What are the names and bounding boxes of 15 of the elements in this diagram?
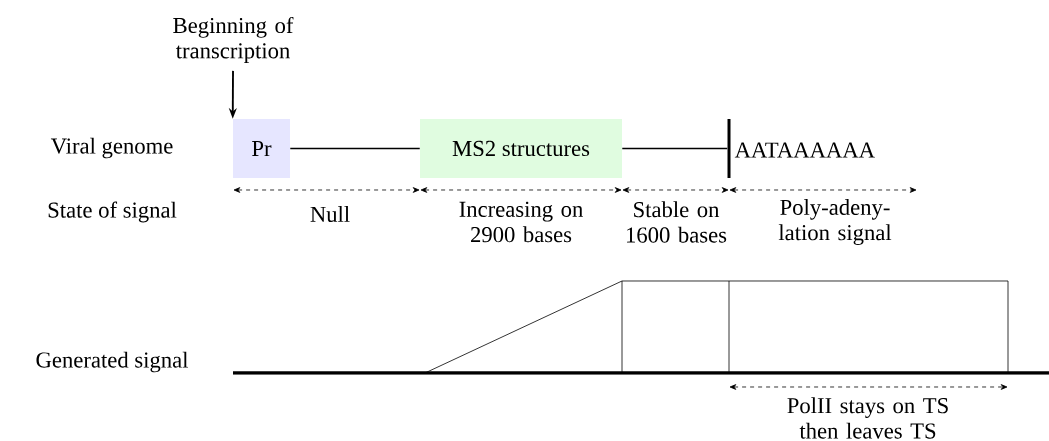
annotation-text: Beginning of transcription xyxy=(173,16,294,64)
row-label: State of signal xyxy=(48,201,177,223)
connector-line xyxy=(621,147,729,150)
polyadenylation-bar xyxy=(727,119,731,178)
row-label: Viral genome xyxy=(50,137,173,159)
row-label: Generated signal xyxy=(36,351,189,373)
connector-line xyxy=(289,147,421,150)
segment-label: Stable on 1600 bases xyxy=(627,201,727,243)
sequence-text: AATAAAAAA xyxy=(734,142,875,158)
region-box: Pr xyxy=(233,119,290,178)
region-box: MS2 structures xyxy=(420,119,622,178)
segment-label: Poly-adeny-lation signal xyxy=(778,199,892,245)
segment-label: PolII stays on TS then leaves TS xyxy=(787,397,948,439)
segment-label: Increasing on 2900 bases xyxy=(459,201,583,243)
segment-label: Null xyxy=(310,206,350,222)
